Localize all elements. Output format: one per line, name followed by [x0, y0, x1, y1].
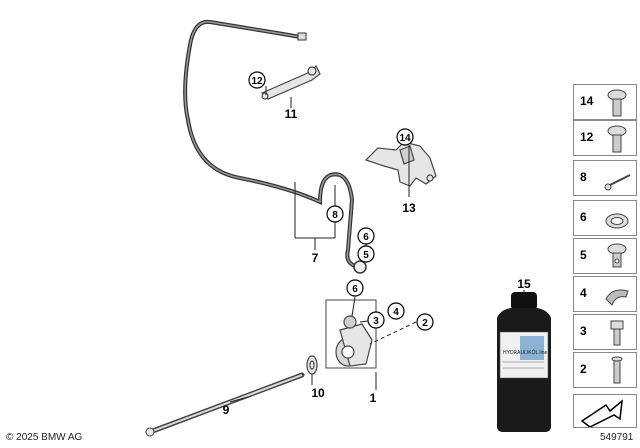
- svg-text:4: 4: [393, 307, 399, 318]
- bottle-label: HYDRAULIKÖL line: [503, 349, 547, 356]
- svg-text:14: 14: [399, 133, 411, 144]
- svg-text:15: 15: [517, 277, 531, 291]
- sidebar-item-number: 8: [580, 170, 587, 184]
- bracket-part-13[interactable]: [364, 141, 437, 187]
- svg-text:2: 2: [422, 318, 428, 329]
- push-rod-part-9[interactable]: [145, 372, 305, 437]
- navigation-arrow-button[interactable]: [573, 394, 637, 428]
- sidebar-item-8[interactable]: 8: [573, 160, 637, 196]
- hydraulic-line[interactable]: [183, 19, 367, 274]
- svg-text:6: 6: [363, 232, 369, 243]
- copyright-text: © 2025 BMW AG: [6, 432, 83, 443]
- sidebar-item-number: 4: [580, 286, 587, 300]
- svg-text:1: 1: [370, 391, 377, 405]
- callout-10: 10: [311, 386, 325, 400]
- diagram-id: 549791: [600, 432, 634, 443]
- svg-text:8: 8: [332, 210, 338, 221]
- sidebar-item-number: 12: [580, 130, 594, 144]
- svg-text:3: 3: [373, 316, 379, 327]
- sidebar-item-number: 14: [580, 94, 594, 108]
- sidebar-item-number: 5: [580, 248, 587, 262]
- svg-text:13: 13: [402, 201, 416, 215]
- slave-cylinder-part-1[interactable]: [325, 299, 377, 369]
- callout-12: 12: [248, 71, 266, 89]
- callout-11: 11: [285, 107, 298, 121]
- sidebar-item-3[interactable]: 3: [573, 314, 637, 350]
- callout-13: 13: [402, 201, 416, 215]
- callout-7: 7: [312, 251, 319, 265]
- svg-text:5: 5: [363, 250, 369, 261]
- bolt-icon: [607, 125, 627, 153]
- arrow-icon: [580, 399, 623, 427]
- svg-text:11: 11: [285, 107, 298, 121]
- sidebar-item-number: 6: [580, 210, 587, 224]
- leader-lines: [229, 86, 525, 403]
- callout-4: 4: [387, 302, 405, 320]
- svg-text:7: 7: [312, 251, 319, 265]
- svg-text:6: 6: [352, 284, 358, 295]
- sidebar-item-2[interactable]: 2: [573, 352, 637, 388]
- svg-text:9: 9: [223, 403, 230, 417]
- sidebar-item-4[interactable]: 4: [573, 276, 637, 312]
- sidebar-item-number: 3: [580, 324, 587, 338]
- callout-3: 3: [367, 311, 385, 329]
- seal-ring-icon: [605, 213, 629, 229]
- callout-14: 14: [396, 128, 414, 146]
- bolt-icon: [607, 89, 627, 117]
- sidebar-item-6[interactable]: 6: [573, 200, 637, 236]
- callout-2: 2: [416, 313, 434, 331]
- sidebar-item-number: 2: [580, 362, 587, 376]
- callout-6-top: 6: [357, 227, 375, 245]
- callout-8: 8: [326, 205, 344, 223]
- clip-icon: [605, 289, 629, 306]
- callout-15: 15: [517, 277, 531, 291]
- callout-1: 1: [370, 391, 377, 405]
- boot-part-10[interactable]: [306, 355, 318, 375]
- banjo-bolt-icon: [607, 243, 627, 268]
- callout-5: 5: [357, 245, 375, 263]
- hydraulic-oil-bottle-part-15[interactable]: HYDRAULIKÖL line: [497, 292, 551, 432]
- sidebar-item-12[interactable]: 12: [573, 120, 637, 156]
- callout-6-lower: 6: [346, 279, 364, 297]
- bracket-part-11[interactable]: [260, 64, 321, 100]
- bleeder-valve-icon: [610, 320, 624, 346]
- svg-text:12: 12: [251, 76, 263, 87]
- svg-text:10: 10: [311, 386, 325, 400]
- callout-9: 9: [223, 403, 230, 417]
- sidebar-item-14[interactable]: 14: [573, 84, 637, 120]
- sidebar-item-5[interactable]: 5: [573, 238, 637, 274]
- cable-tie-icon: [604, 174, 631, 191]
- pin-icon: [611, 356, 623, 384]
